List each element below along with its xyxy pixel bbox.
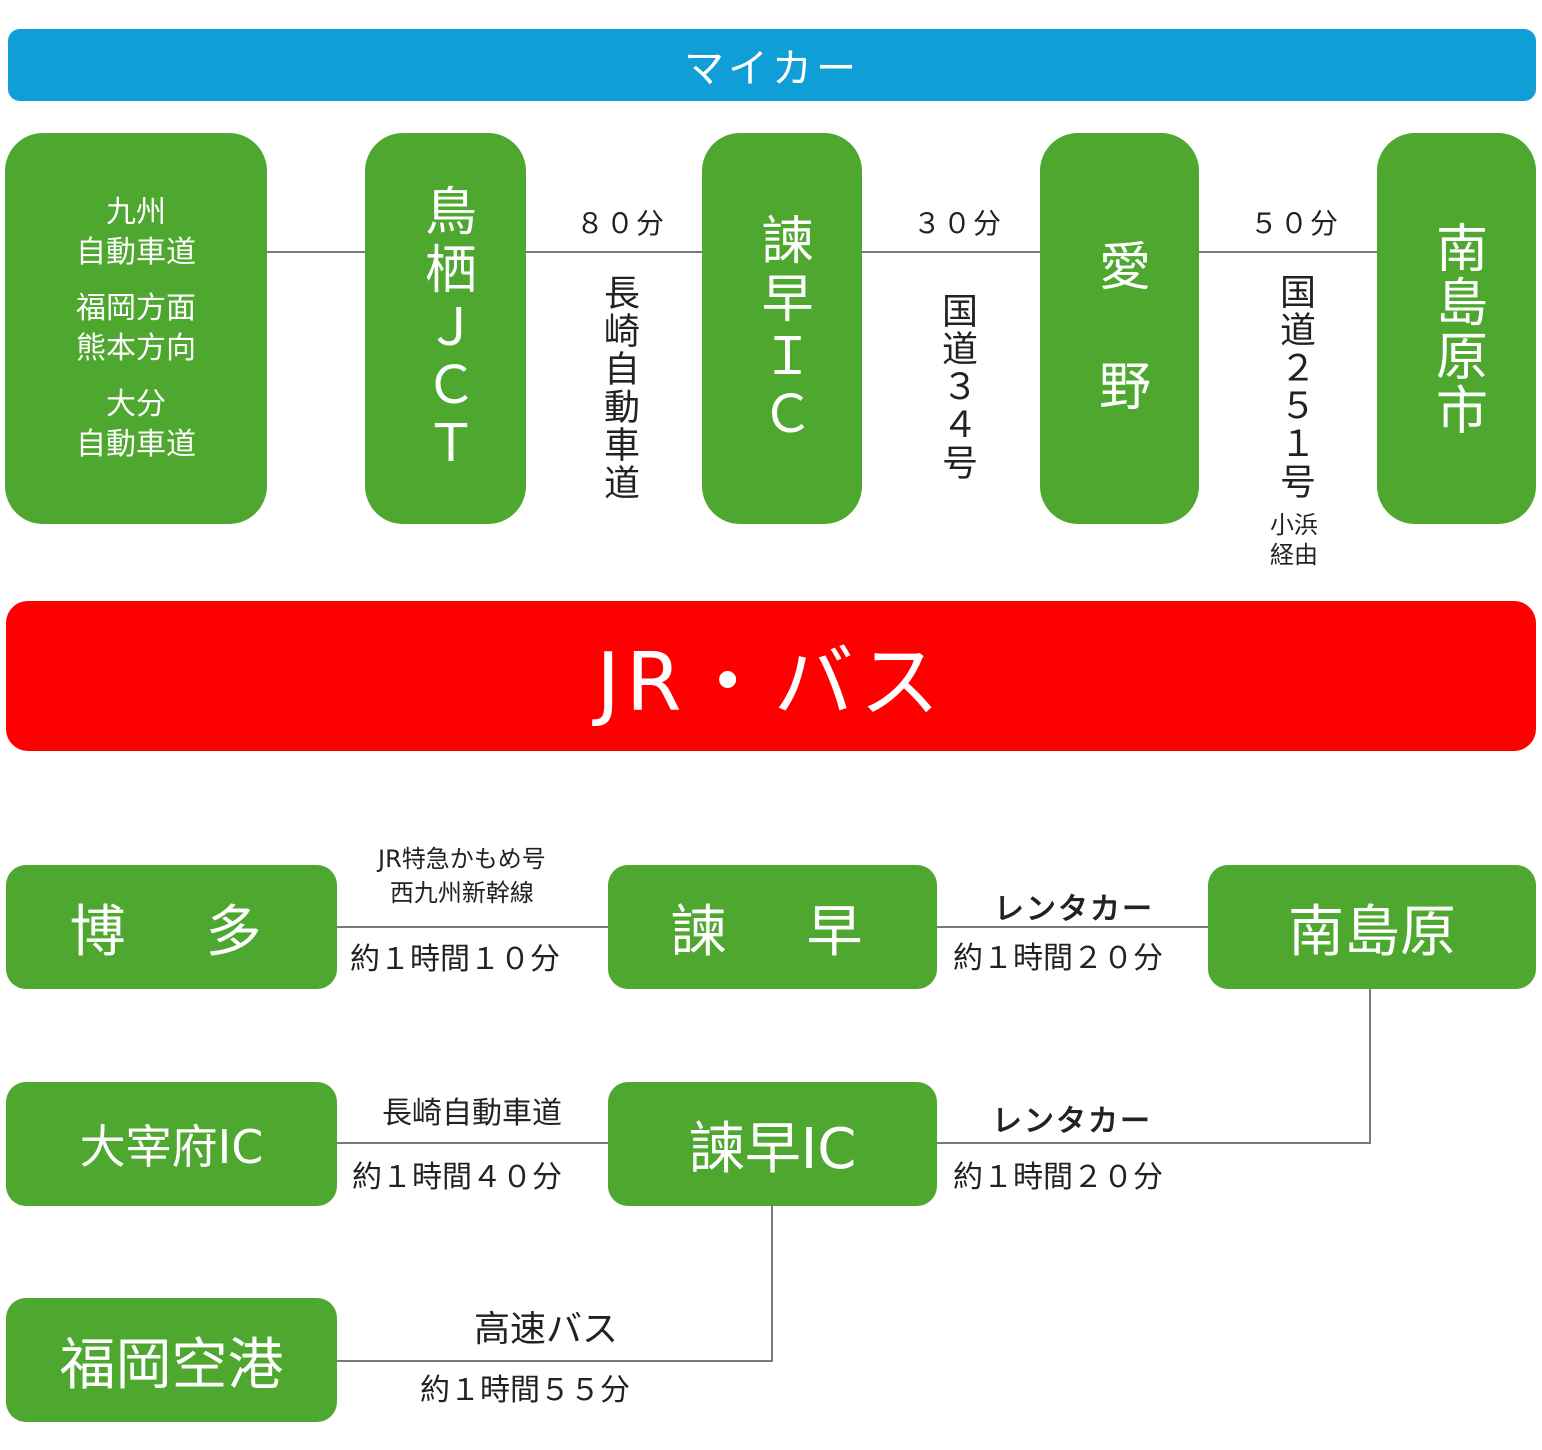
jr-bus-title: JR・バス	[596, 636, 946, 729]
segment-time-1: ８０分	[576, 207, 667, 240]
car-line-aino-minamishimabara	[1199, 251, 1377, 253]
origin-group-oita: 大分 自動車道	[76, 385, 196, 465]
origin-group-direction: 福岡方面 熊本方向	[76, 289, 196, 369]
car-line-start-tosu	[267, 251, 365, 253]
jr-line-minamishimabara-down	[1369, 989, 1371, 1144]
minamishimabara-node: 南島原	[1208, 865, 1536, 989]
hakata-isahaya-mode: JR特急かもめ号 西九州新幹線	[378, 842, 546, 910]
origin-expressways-node: 九州 自動車道 福岡方面 熊本方向 大分 自動車道	[5, 133, 267, 524]
jr-line-hakata-isahaya	[337, 926, 608, 928]
note-line: 小浜	[1270, 511, 1318, 539]
dazaifu-ic-label: 大宰府IC	[79, 1120, 264, 1174]
mode-line: 西九州新幹線	[389, 879, 534, 907]
my-car-banner: マイカー	[8, 29, 1536, 101]
jr-line-airport-isahaya-ic	[337, 1360, 773, 1362]
dazaifu-isahaya-ic-mode: 長崎自動車道	[382, 1096, 562, 1131]
airport-isahaya-ic-mode: 高速バス	[474, 1309, 619, 1350]
jr-line-isahaya-minamishimabara	[937, 926, 1208, 928]
segment-time-2: ３０分	[913, 207, 1004, 240]
car-line-tosu-isahaya	[526, 251, 702, 253]
minamishimabara-city-label: 南島原市	[1426, 220, 1487, 437]
isahaya-ic-minamishimabara-mode: レンタカー	[992, 1104, 1152, 1139]
segment-note-3: 小浜 経由	[1270, 510, 1318, 568]
hakata-node: 博 多	[6, 865, 337, 989]
segment-route-1: 長崎自動車道	[598, 274, 639, 502]
airport-isahaya-ic-time: 約１時間５５分	[420, 1373, 630, 1408]
car-line-isahaya-aino	[862, 251, 1040, 253]
hakata-isahaya-time: 約１時間１０分	[350, 942, 560, 977]
hakata-label: 博 多	[69, 899, 274, 965]
fukuoka-airport-label: 福岡空港	[59, 1332, 284, 1398]
segment-route-3: 国道２５１号	[1274, 273, 1315, 501]
origin-line: 自動車道	[76, 234, 196, 270]
jr-line-isahaya-ic-minamishimabara	[937, 1142, 1371, 1144]
aino-node: 愛 野	[1040, 133, 1199, 524]
aino-label: 愛 野	[1089, 238, 1150, 419]
jr-line-isahaya-ic-down	[771, 1206, 773, 1362]
origin-line: 福岡方面	[76, 290, 196, 326]
origin-line: 大分	[106, 386, 166, 422]
origin-line: 九州	[106, 194, 166, 230]
minamishimabara-city-node: 南島原市	[1377, 133, 1536, 524]
my-car-title: マイカー	[684, 46, 860, 92]
isahaya-node: 諫 早	[608, 865, 937, 989]
segment-route-2: 国道３４号	[936, 292, 977, 482]
jr-bus-banner: JR・バス	[6, 601, 1536, 751]
fukuoka-airport-node: 福岡空港	[6, 1298, 337, 1422]
note-line: 経由	[1270, 541, 1318, 568]
isahaya-minamishimabara-mode: レンタカー	[994, 892, 1154, 927]
isahaya-ic-jr-node: 諫早IC	[608, 1082, 937, 1206]
dazaifu-isahaya-ic-time: 約１時間４０分	[352, 1160, 562, 1195]
isahaya-ic-node: 諫早ＩＣ	[702, 133, 862, 524]
mode-line: JR特急かもめ号	[378, 845, 546, 873]
isahaya-ic-jr-label: 諫早IC	[688, 1116, 857, 1182]
isahaya-ic-label: 諫早ＩＣ	[752, 212, 812, 445]
origin-line: 熊本方向	[76, 330, 196, 366]
tosu-jct-label: 鳥栖ＪＣＴ	[415, 183, 476, 474]
isahaya-minamishimabara-time: 約１時間２０分	[953, 941, 1163, 976]
minamishimabara-label: 南島原	[1288, 899, 1456, 965]
segment-time-3: ５０分	[1250, 207, 1341, 240]
origin-line: 自動車道	[76, 426, 196, 462]
tosu-jct-node: 鳥栖ＪＣＴ	[365, 133, 526, 524]
dazaifu-ic-node: 大宰府IC	[6, 1082, 337, 1206]
isahaya-label: 諫 早	[670, 899, 875, 965]
origin-group-kyushu: 九州 自動車道	[76, 193, 196, 273]
jr-line-dazaifu-isahaya-ic	[337, 1142, 608, 1144]
isahaya-ic-minamishimabara-time: 約１時間２０分	[953, 1160, 1163, 1195]
